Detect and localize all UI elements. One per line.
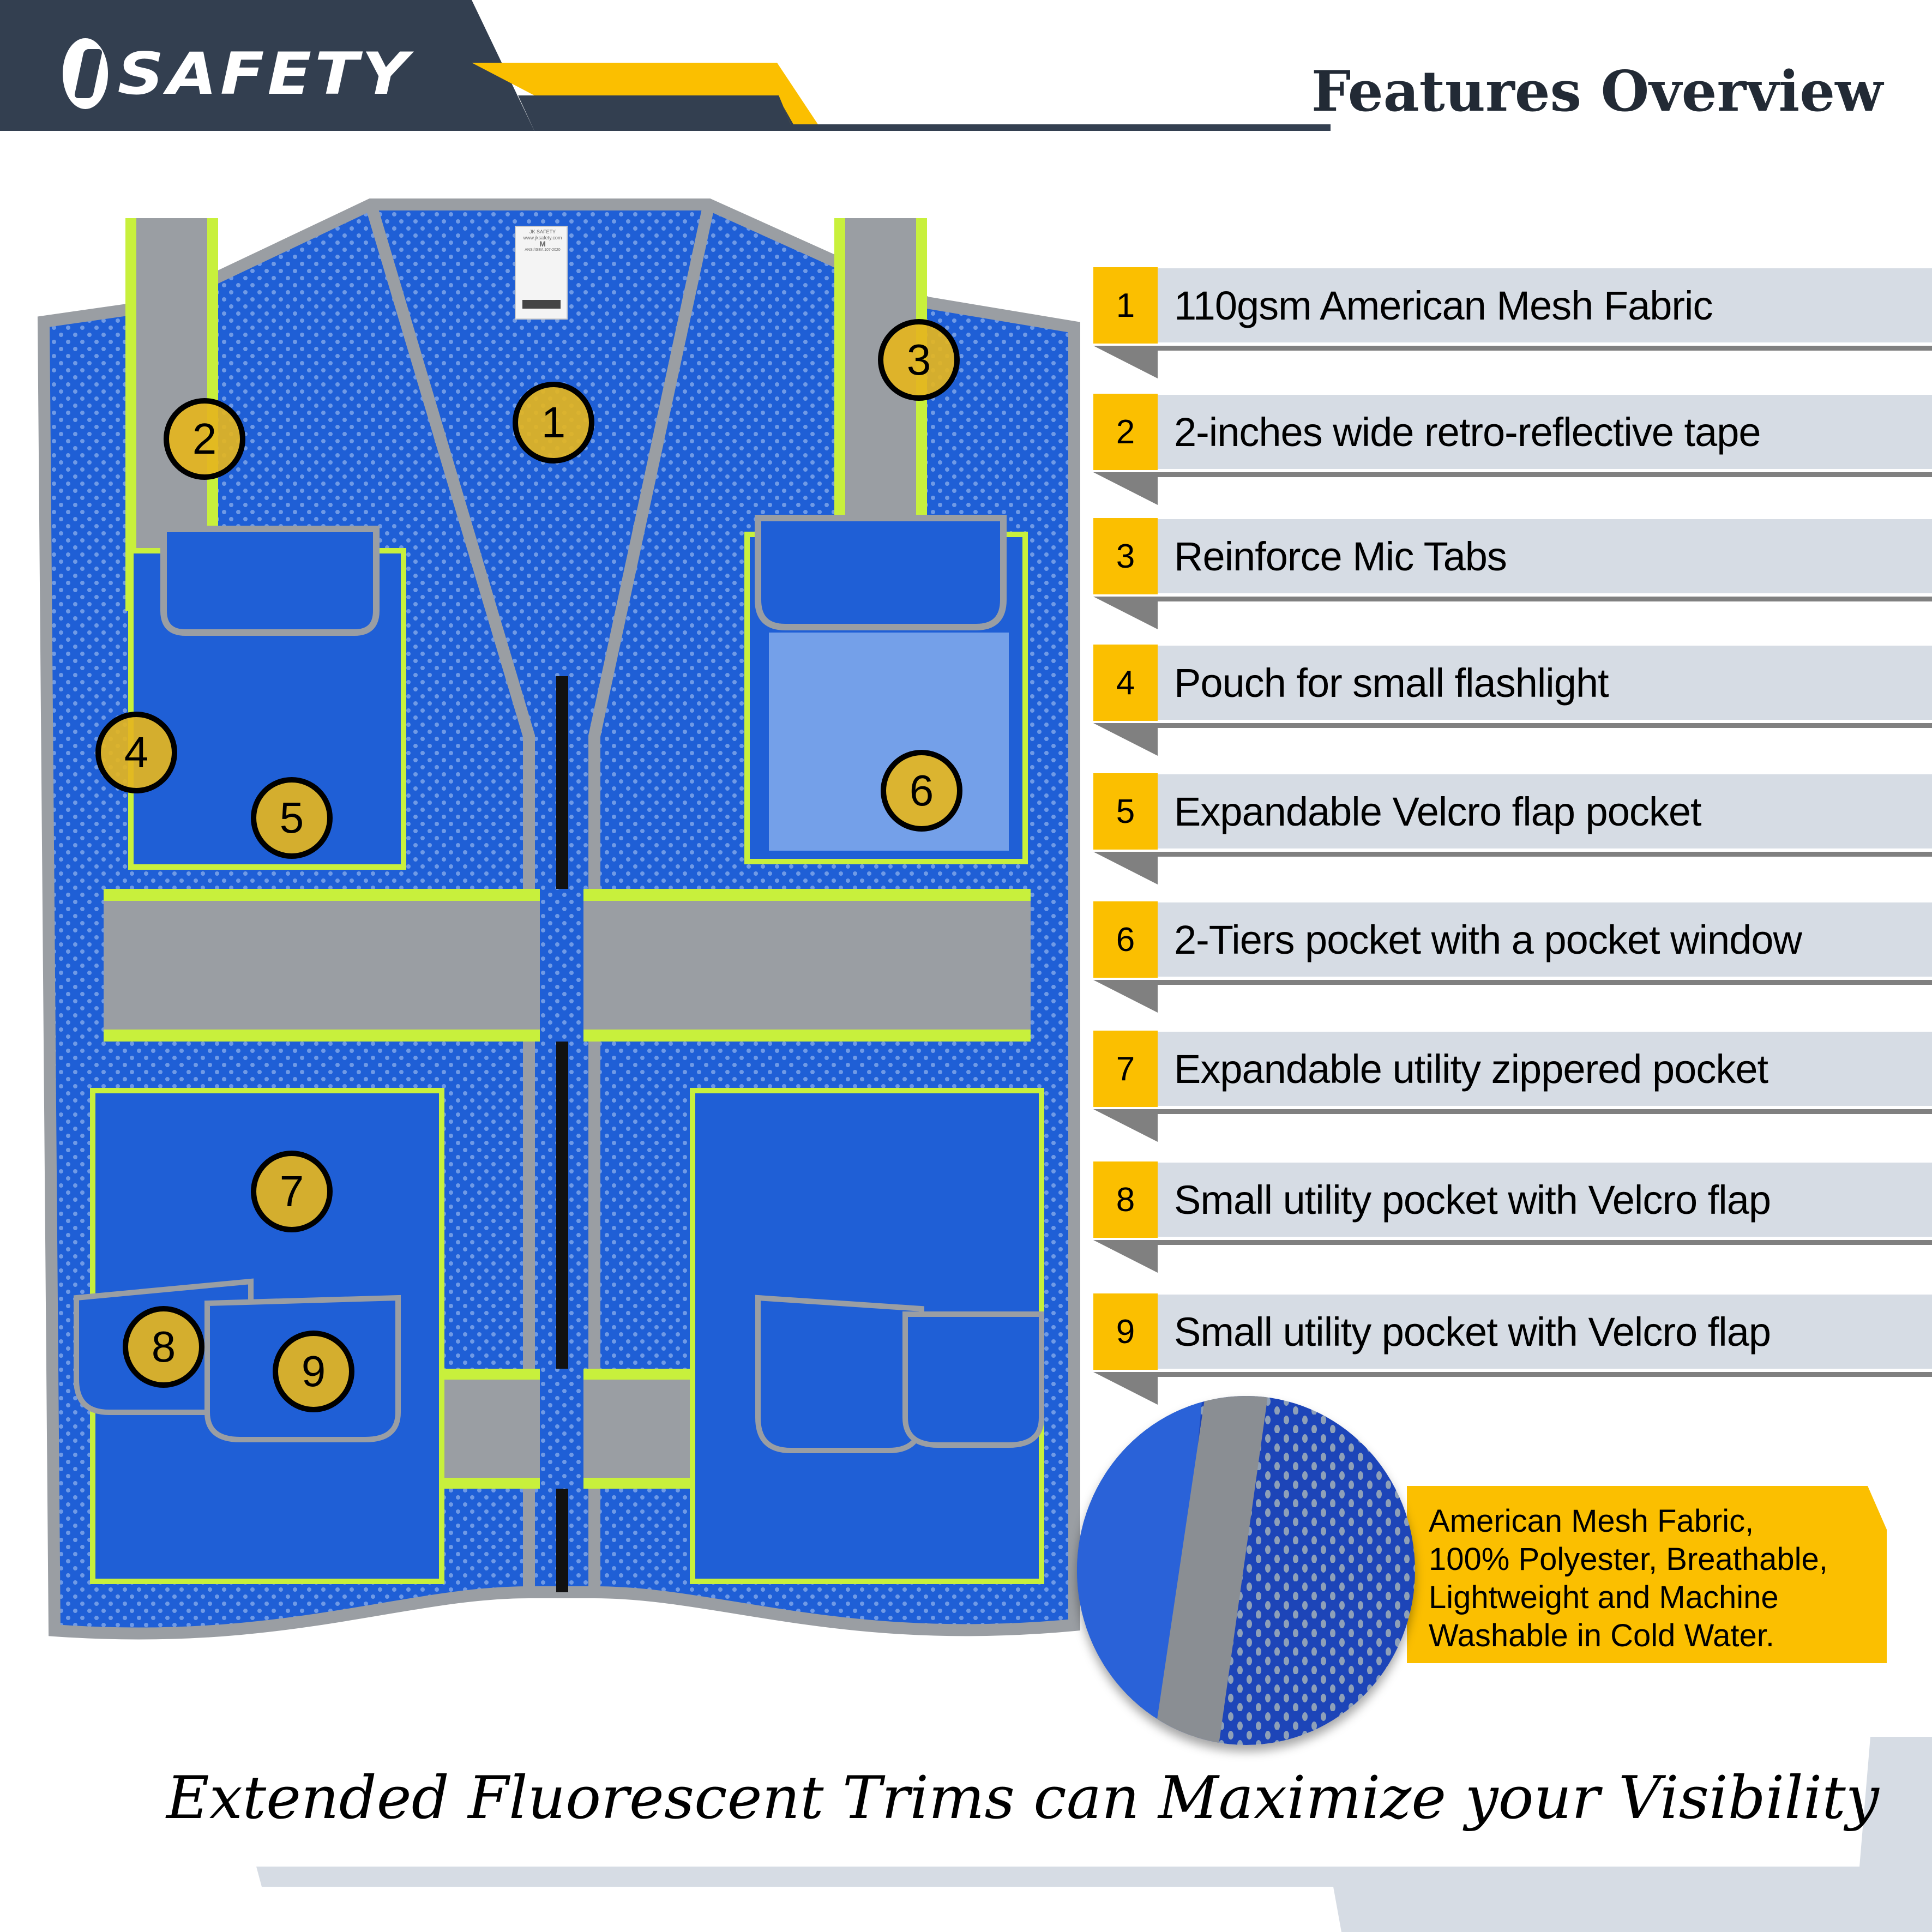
label-brand: JK SAFETY <box>529 229 556 234</box>
divider <box>1158 980 1932 985</box>
divider <box>1158 472 1932 477</box>
feature-item-9: 9 Small utility pocket with Velcro flap <box>1093 1293 1932 1405</box>
feature-item-7: 7 Expandable utility zippered pocket <box>1093 1031 1932 1142</box>
feature-item-8: 8 Small utility pocket with Velcro flap <box>1093 1161 1932 1273</box>
feature-label: Expandable utility zippered pocket <box>1158 1032 1932 1106</box>
divider <box>1158 1372 1932 1377</box>
feature-number: 2 <box>1093 394 1158 470</box>
feature-number: 6 <box>1093 901 1158 978</box>
size-label: JK SAFETY www.jksafety.com M ANSI/ISEA 1… <box>518 229 567 253</box>
header-banner <box>0 0 1331 131</box>
feature-label: Small utility pocket with Velcro flap <box>1158 1295 1932 1369</box>
feature-label: 2-Tiers pocket with a pocket window <box>1158 902 1932 977</box>
tagline: Extended Fluorescent Trims can Maximize … <box>166 1764 1879 1832</box>
callout-marker-3: 3 <box>878 319 960 401</box>
divider <box>1158 1109 1932 1114</box>
fabric-line: Washable in Cold Water. <box>1429 1618 1774 1653</box>
fabric-line: Lightweight and Machine <box>1429 1580 1779 1615</box>
feature-item-2: 2 2-inches wide retro-reflective tape <box>1093 394 1932 505</box>
feature-number: 3 <box>1093 518 1158 594</box>
divider <box>1158 346 1932 351</box>
fabric-line: American Mesh Fabric, <box>1429 1503 1754 1539</box>
feature-item-6: 6 2-Tiers pocket with a pocket window <box>1093 901 1932 1013</box>
fabric-line: 100% Polyester, Breathable, <box>1429 1542 1828 1577</box>
callout-marker-1: 1 <box>513 382 594 464</box>
label-standard: ANSI/ISEA 107-2020 <box>525 248 561 252</box>
corner-fold-icon <box>1093 1240 1158 1273</box>
page-title: Features Overview <box>1311 59 1883 124</box>
feature-label: Pouch for small flashlight <box>1158 646 1932 720</box>
feature-label: Expandable Velcro flap pocket <box>1158 774 1932 848</box>
feature-number: 5 <box>1093 773 1158 850</box>
corner-fold-icon <box>1093 346 1158 378</box>
corner-fold-icon <box>1093 1372 1158 1405</box>
feature-number: 1 <box>1093 267 1158 344</box>
corner-fold-icon <box>1093 597 1158 629</box>
fabric-info-box <box>1407 1486 1887 1663</box>
feature-item-4: 4 Pouch for small flashlight <box>1093 645 1932 756</box>
feature-label: 2-inches wide retro-reflective tape <box>1158 395 1932 469</box>
callout-marker-5: 5 <box>251 777 333 859</box>
divider <box>1158 723 1932 728</box>
feature-number: 4 <box>1093 645 1158 721</box>
feature-number: 8 <box>1093 1161 1158 1238</box>
brand-logo: SAFETY <box>63 33 412 115</box>
feature-label: Small utility pocket with Velcro flap <box>1158 1163 1932 1237</box>
corner-fold-icon <box>1093 980 1158 1013</box>
feature-item-1: 1 110gsm American Mesh Fabric <box>1093 267 1932 378</box>
corner-fold-icon <box>1093 852 1158 884</box>
feature-number: 9 <box>1093 1293 1158 1370</box>
feature-item-3: 3 Reinforce Mic Tabs <box>1093 518 1932 629</box>
divider <box>1158 852 1932 857</box>
logo-text: SAFETY <box>117 39 412 108</box>
feature-label: 110gsm American Mesh Fabric <box>1158 268 1932 342</box>
feature-label: Reinforce Mic Tabs <box>1158 519 1932 593</box>
feature-number: 7 <box>1093 1031 1158 1107</box>
jk-logo-icon <box>63 38 108 109</box>
callout-marker-9: 9 <box>273 1331 354 1412</box>
divider <box>1158 1240 1932 1245</box>
callout-marker-6: 6 <box>881 750 962 832</box>
fabric-closeup-image <box>1077 1396 1415 1745</box>
divider <box>1158 597 1932 601</box>
label-size: M <box>539 239 546 248</box>
corner-fold-icon <box>1093 1109 1158 1142</box>
label-url: www.jksafety.com <box>523 235 562 240</box>
corner-fold-icon <box>1093 723 1158 756</box>
corner-fold-icon <box>1093 472 1158 505</box>
callout-marker-7: 7 <box>251 1151 333 1232</box>
callout-marker-4: 4 <box>95 712 177 793</box>
feature-item-5: 5 Expandable Velcro flap pocket <box>1093 773 1932 884</box>
footer-decoration <box>256 1737 1932 1932</box>
callout-marker-8: 8 <box>123 1306 204 1388</box>
callout-marker-2: 2 <box>164 398 245 480</box>
fabric-description: American Mesh Fabric, 100% Polyester, Br… <box>1429 1502 1865 1655</box>
